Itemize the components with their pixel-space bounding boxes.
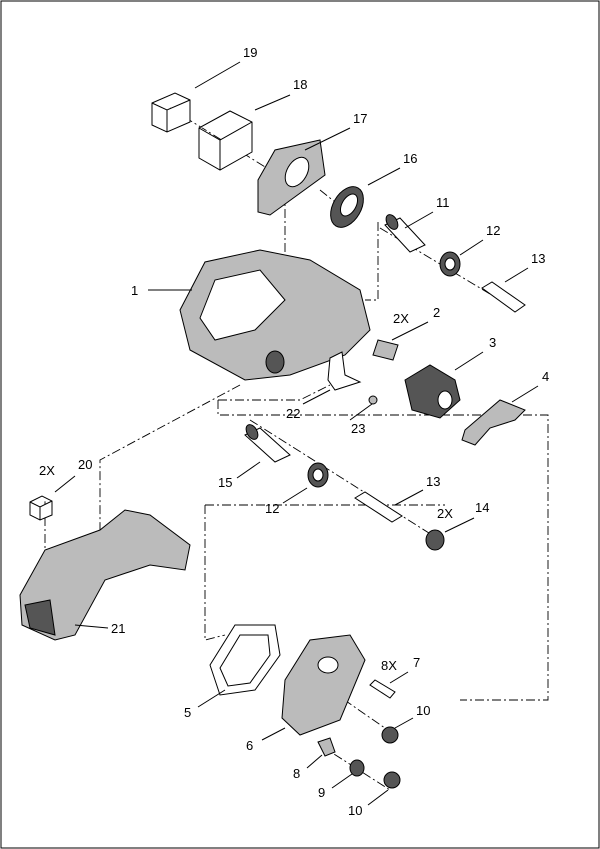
part-1-caliper-housing	[179, 249, 371, 381]
part-4-lever	[461, 399, 526, 446]
callout-qty-7: 8X	[381, 658, 397, 673]
part-8-fitting	[317, 737, 336, 757]
part-5-gasket	[209, 624, 281, 696]
leader-lines	[54, 61, 539, 806]
part-11-sleeve	[384, 214, 426, 253]
callout-10: 10	[416, 703, 430, 718]
part-22-bracket	[327, 351, 362, 391]
part-19-cube	[151, 92, 191, 133]
part-13-pin	[481, 281, 526, 313]
part-23-screw	[368, 395, 378, 405]
part-3-adjuster	[404, 364, 461, 419]
callout-23: 23	[351, 421, 365, 436]
callout-19: 19	[243, 45, 257, 60]
part-2-spring	[372, 339, 399, 361]
callout-labels: 19 18 17 16 11 12 13 1 2X 2 3 4 22 23 2X…	[39, 45, 549, 818]
callout-18: 18	[293, 77, 307, 92]
callout-5: 5	[184, 705, 191, 720]
part-14-cap	[425, 529, 445, 551]
callout-qty-20: 2X	[39, 463, 55, 478]
part-18-cube	[198, 110, 253, 171]
callout-6: 6	[246, 738, 253, 753]
callout-13: 13	[531, 251, 545, 266]
part-13-pin-lower	[354, 491, 403, 523]
part-17-cover	[257, 139, 326, 216]
callout-9: 9	[318, 785, 325, 800]
part-20-cube	[29, 495, 53, 521]
callout-13-lower: 13	[426, 474, 440, 489]
callout-16: 16	[403, 151, 417, 166]
callout-qty-2: 2X	[393, 311, 409, 326]
part-10-plug-lower	[383, 771, 401, 789]
callout-qty-14: 2X	[437, 506, 453, 521]
callout-20: 20	[78, 457, 92, 472]
part-6-cover-plate	[281, 634, 366, 736]
callout-12-lower: 12	[265, 501, 279, 516]
callout-17: 17	[353, 111, 367, 126]
callout-21: 21	[111, 621, 125, 636]
callout-11: 11	[436, 195, 450, 210]
callout-4: 4	[542, 369, 549, 384]
callout-2: 2	[433, 305, 440, 320]
callout-7: 7	[413, 655, 420, 670]
part-7-bolt	[369, 679, 396, 699]
part-15-sleeve	[244, 424, 291, 463]
part-12-ring-lower	[307, 462, 329, 488]
part-21-carrier	[19, 509, 191, 641]
part-12-ring	[439, 251, 461, 277]
part-10-plug	[381, 726, 399, 744]
callout-1: 1	[131, 283, 138, 298]
callout-12: 12	[486, 223, 500, 238]
callout-22: 22	[286, 406, 300, 421]
callout-15: 15	[218, 475, 232, 490]
part-9-ring	[349, 759, 365, 777]
callout-3: 3	[489, 335, 496, 350]
callout-10-lower: 10	[348, 803, 362, 818]
callout-8: 8	[293, 766, 300, 781]
part-16-seal	[330, 186, 364, 228]
callout-14: 14	[475, 500, 489, 515]
